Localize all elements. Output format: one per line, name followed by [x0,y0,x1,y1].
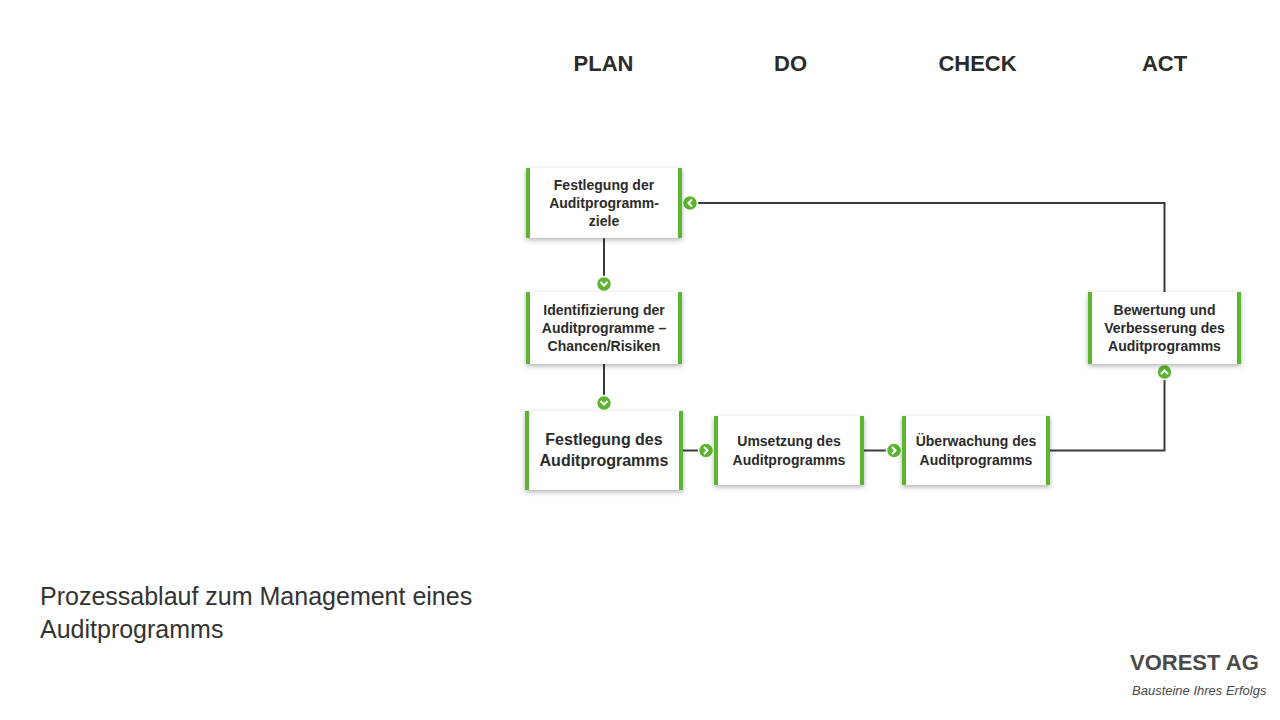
wave-line [470,622,1280,689]
presenter-head [198,42,318,198]
connector-group [683,443,714,458]
presenter-smile [234,158,283,168]
process-text: Überwachung des Auditprogramms [912,432,1040,468]
connector-group [683,196,1165,293]
arrow-chevron [892,447,896,454]
title-holder: Prozessablauf zum Management eines Audit… [40,580,495,645]
arrow-head [597,396,612,411]
chevron-triangle [719,95,862,132]
arrow-chevron [704,447,708,454]
wave-line [470,640,1280,703]
title-panel [0,568,515,660]
process-box: Identifizierung der Auditprogramme – Cha… [526,292,682,364]
process-box: Festlegung des Auditprogramms [525,411,683,490]
process-text: Identifizierung der Auditprogramme – Cha… [536,301,672,356]
arrow-chevron [601,401,608,405]
connector-group [864,443,902,458]
presenter-hair [198,32,320,98]
arrow-chevron [601,282,608,286]
label-holder: Bausteine Ihres Erfolgs [1132,683,1266,698]
phase-heading: PLAN [517,35,690,93]
title-bar [0,660,515,676]
arrow-circle [597,396,612,411]
process-box: Festlegung der Auditprogramm- ziele [526,168,682,239]
flow-connector [603,238,605,284]
column-chevron [1079,36,1250,141]
wave-line [470,605,1280,676]
column-chevron [705,36,876,141]
connector-group [1050,365,1172,451]
arrow-circle [683,196,698,211]
presenter-ear [309,106,327,138]
arrow-chevron [1161,371,1168,375]
wave-lines [470,590,1280,716]
presenter-clicker [139,459,181,491]
column-band [517,90,690,525]
arrow-circle [1157,365,1172,380]
process-text: Umsetzung des Auditprogramms [724,432,854,468]
column-band [891,90,1064,525]
phase-column: ACT Bewertung und Verbesserung des Auditp… [1078,35,1251,525]
shirt-logo [316,352,330,361]
arrow-head [683,196,698,211]
column-band [1078,90,1251,525]
process-text: Festlegung der Auditprogramm- ziele [536,176,672,231]
column-shape [1078,35,1251,525]
label-holder: VOREST AG [1130,650,1259,676]
column-chevron [518,36,689,141]
presenter-beard [215,168,302,200]
presenter-ear [190,106,208,138]
presenter-body [30,220,490,720]
presenter-hands [173,482,317,542]
arrow-circle [699,443,714,458]
process-box: Überwachung des Auditprogramms [902,416,1050,485]
arrow-head [597,277,612,292]
flow-connector [603,364,605,403]
presenter-eye [231,109,241,115]
phase-column: CHECK Überwachung des Auditprogramms [891,35,1064,525]
company-logo: VOREST AG [1130,650,1259,676]
company-slogan: Bausteine Ihres Erfolgs [1132,683,1266,698]
phase-heading: CHECK [891,35,1064,93]
flow-connector [690,203,1165,292]
wave-line [470,590,1280,660]
connector-group [597,364,612,411]
process-box: Bewertung und Verbesserung des Auditprog… [1088,292,1241,364]
chevron-triangle [1093,95,1236,132]
arrow-circle [597,277,612,292]
presenter-placket [257,262,259,360]
arrow-head [699,443,714,458]
column-chevron [892,36,1063,141]
arrow-head [1157,365,1172,380]
connector-group [597,238,612,291]
arrow-circle [887,443,902,458]
logo-mark [1104,644,1126,668]
video-title: Prozessablauf zum Management eines Audit… [40,580,495,645]
process-text: Festlegung des Auditprogramms [535,430,673,472]
flow-connector [864,450,894,452]
chevron-triangle [906,95,1049,132]
arrow-chevron [689,200,693,207]
flow-connector [683,450,706,452]
column-band [704,90,877,525]
phase-column: DO Umsetzung des Auditprogramms [704,35,877,525]
phase-column: PLAN Festlegung der Auditprogramm- zieleI… [517,35,690,525]
chevron-triangle [532,95,675,132]
process-box: Umsetzung des Auditprogramms [714,416,864,485]
presenter-neck [222,168,294,230]
presenter-collar [212,222,304,262]
process-text: Bewertung und Verbesserung des Auditprog… [1098,301,1231,356]
presenter-eye [276,109,286,115]
flow-connector [1050,372,1165,451]
phase-heading: DO [704,35,877,93]
arrow-head [887,443,902,458]
phase-heading: ACT [1078,35,1251,93]
